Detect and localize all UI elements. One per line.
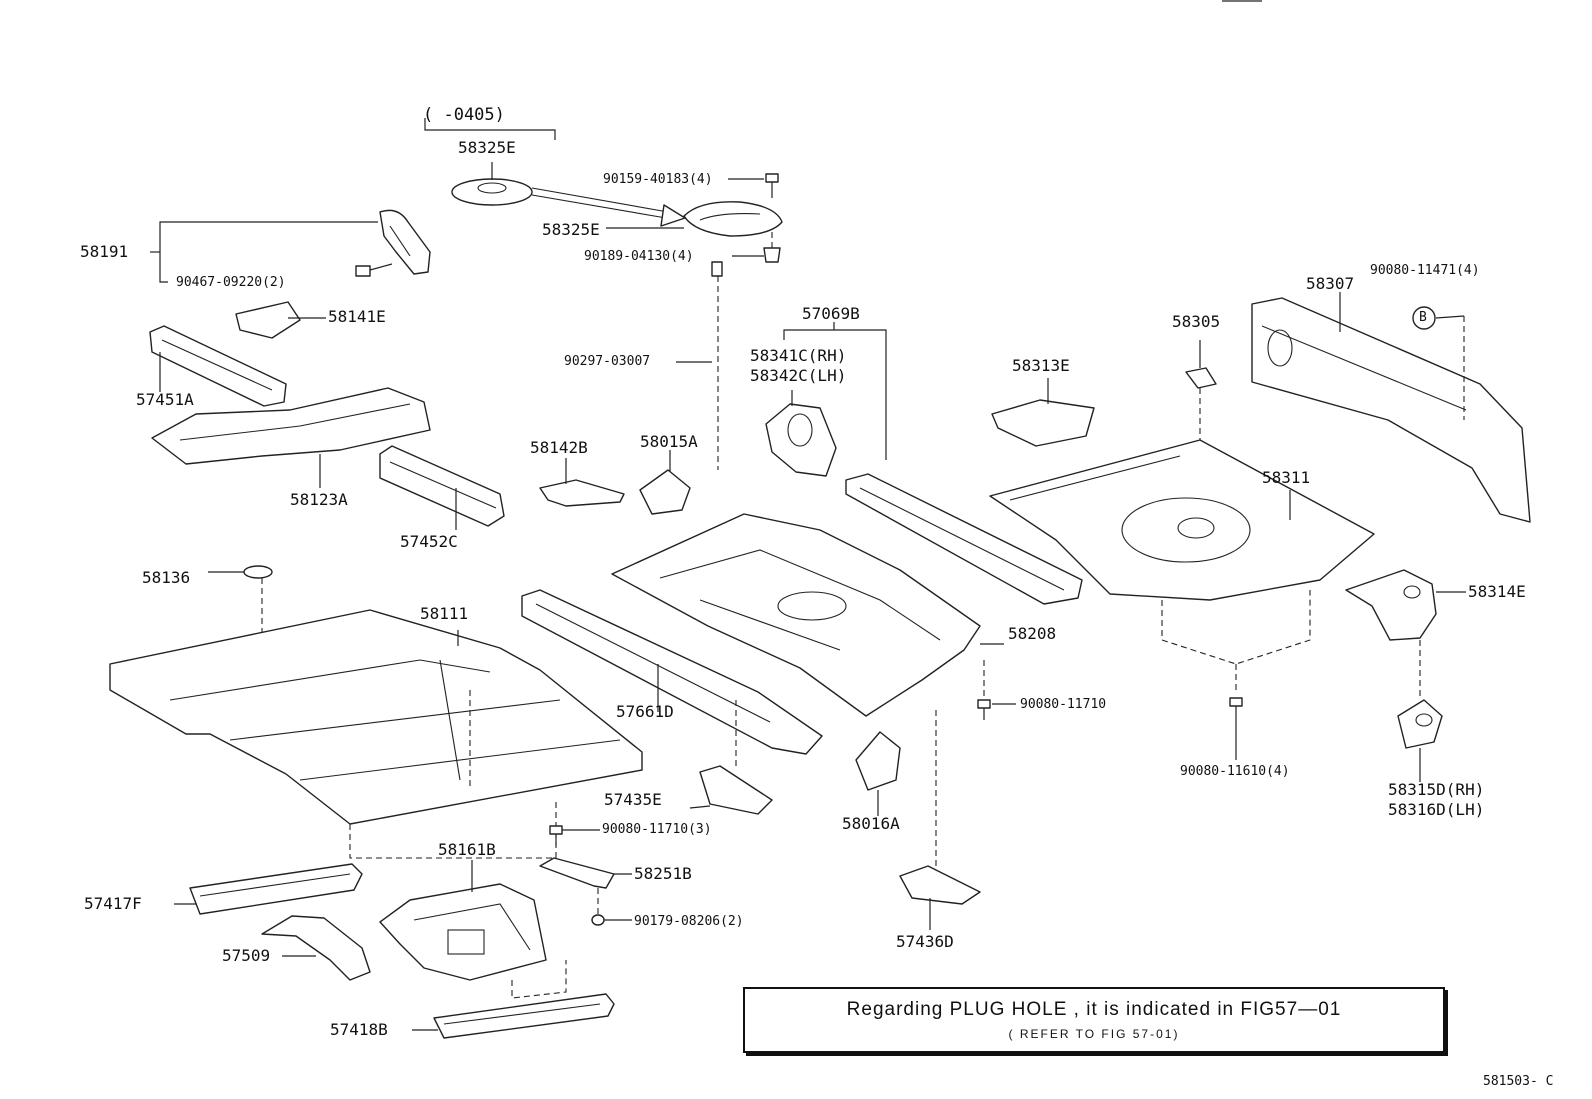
label-58123A: 58123A (290, 490, 348, 509)
part-57435E (689, 700, 773, 815)
label-90080-11710-a: 90080-11710 (1020, 697, 1107, 712)
label-90080-11610: 90080-11610(4) (1180, 764, 1290, 779)
part-57661D (521, 589, 823, 755)
part-58123A (151, 387, 431, 488)
clip-icon (591, 914, 632, 926)
date-bracket (424, 118, 556, 140)
part-58111 (109, 609, 643, 859)
label-58111: 58111 (420, 604, 469, 623)
label-58315D-rh: 58315D(RH) (1388, 780, 1485, 799)
part-57509 (261, 915, 371, 981)
label-58191: 58191 (80, 242, 129, 261)
bolt-icon (1229, 664, 1243, 760)
part-57452C (379, 445, 505, 530)
label-57069B: 57069B (802, 304, 860, 323)
label-57418B: 57418B (330, 1020, 388, 1039)
part-57418B (412, 993, 615, 1039)
bolt-icon (977, 660, 1016, 720)
part-58314E (1345, 569, 1466, 641)
note-sub-text: ( REFER TO FIG 57-01) (1008, 1027, 1180, 1041)
label-57509: 57509 (222, 946, 271, 965)
label-58208: 58208 (1008, 624, 1057, 643)
label-58313E: 58313E (1012, 356, 1070, 375)
label-90189-04130: 90189-04130(4) (584, 249, 694, 264)
part-58307 (1251, 292, 1531, 523)
label-58325E: 58325E (542, 220, 600, 239)
label-58016A: 58016A (842, 814, 900, 833)
part-58313E (991, 378, 1095, 447)
part-58136 (208, 565, 273, 660)
label-58342C-lh: 58342C(LH) (750, 366, 847, 385)
part-57436D (899, 710, 981, 930)
label-90467-09220: 90467-09220(2) (176, 275, 286, 290)
label-callout-b: B (1419, 310, 1427, 325)
part-58325E-plug (451, 162, 533, 206)
part-58315D (1397, 640, 1443, 782)
part-57451A (149, 325, 287, 407)
label-58161B: 58161B (438, 840, 496, 859)
label-58314E: 58314E (1468, 582, 1526, 601)
part-58015A (639, 450, 691, 515)
part-58141E (235, 301, 326, 339)
date-range-label: ( -0405) (423, 105, 505, 125)
note-main-text: Regarding PLUG HOLE , it is indicated in… (846, 999, 1342, 1020)
label-57436D: 57436D (896, 932, 954, 951)
part-58142B (539, 458, 625, 507)
label-58142B: 58142B (530, 438, 588, 457)
label-90179-08206: 90179-08206(2) (634, 914, 744, 929)
label-58015A: 58015A (640, 432, 698, 451)
part-58016A (855, 731, 901, 816)
label-58305: 58305 (1172, 312, 1221, 331)
label-58141E: 58141E (328, 307, 386, 326)
label-57661D: 57661D (616, 702, 674, 721)
part-58311 (989, 439, 1375, 665)
label-58251B: 58251B (634, 864, 692, 883)
part-58161B (379, 860, 567, 999)
clip-icon (676, 261, 723, 470)
bolt-icon (728, 173, 779, 198)
label-90297-03007: 90297-03007 (564, 354, 651, 369)
part-57069B-rail (845, 473, 1083, 605)
label-57451A: 57451A (136, 390, 194, 409)
label-57452C: 57452C (400, 532, 458, 551)
part-58191 (150, 209, 431, 283)
part-58251B (539, 857, 632, 914)
label-90080-11471: 90080-11471(4) (1370, 263, 1480, 278)
label-58307: 58307 (1306, 274, 1355, 293)
label-90159-40183: 90159-40183(4) (603, 172, 713, 187)
plug-hole-note: Regarding PLUG HOLE , it is indicated in… (743, 987, 1445, 1053)
part-58325E-cover (606, 201, 783, 237)
figure-code: 581503- C (1483, 1074, 1554, 1089)
part-57069B-bracket (783, 322, 887, 460)
label-58316D-lh: 58316D(LH) (1388, 800, 1485, 819)
label-57435E: 57435E (604, 790, 662, 809)
label-58325E-top: 58325E (458, 138, 516, 157)
label-58136: 58136 (142, 568, 191, 587)
label-58341C-rh: 58341C(RH) (750, 346, 847, 365)
arrow-icon (531, 187, 686, 227)
part-58341C (765, 390, 837, 477)
label-58311: 58311 (1262, 468, 1311, 487)
label-90080-11710-b: 90080-11710(3) (602, 822, 712, 837)
label-57417F: 57417F (84, 894, 142, 913)
callout-b-icon (1412, 306, 1465, 420)
part-57417F (174, 863, 363, 915)
bolt-icon (549, 825, 600, 846)
part-58208 (611, 513, 1004, 717)
nut-icon (732, 232, 781, 263)
